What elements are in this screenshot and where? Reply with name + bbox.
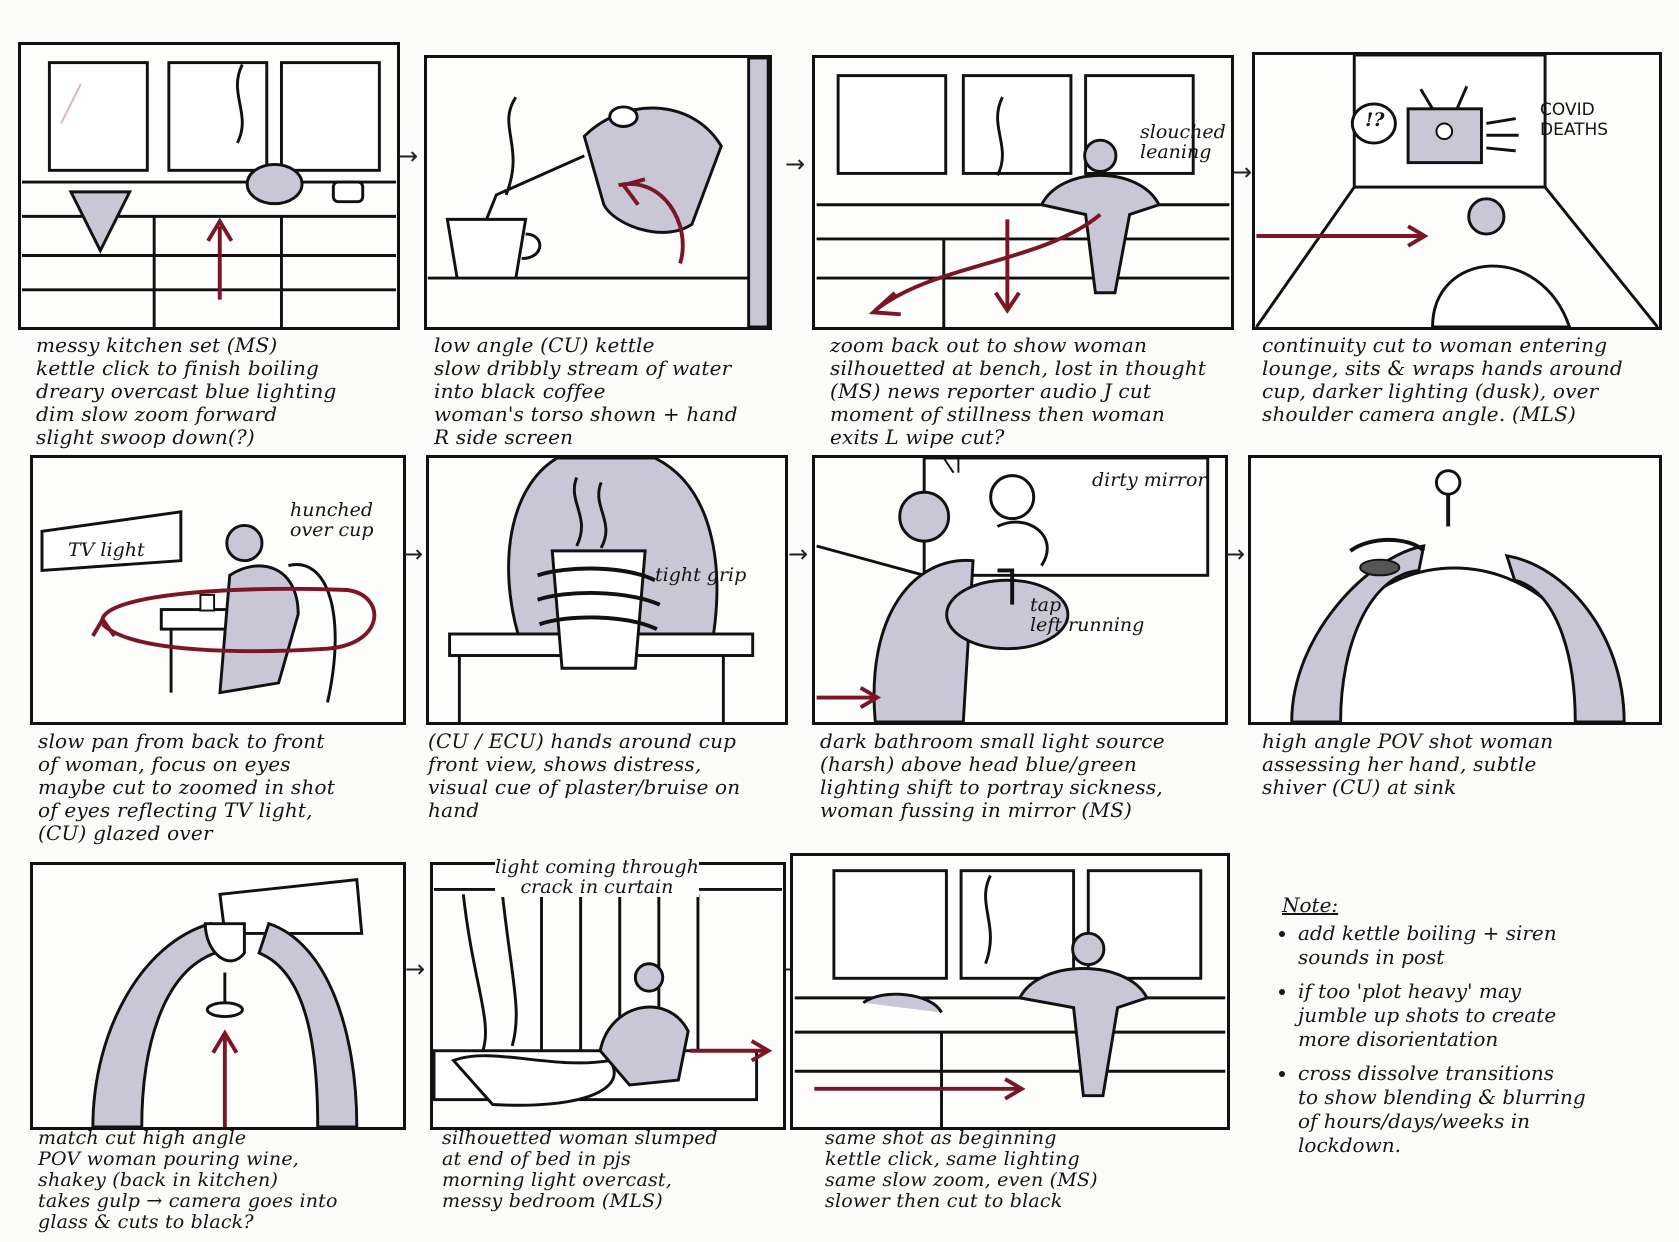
label-hunched-over-cup: hunched over cup: [290, 499, 374, 541]
panel-1-caption: messy kitchen set (MS) kettle click to f…: [36, 333, 337, 449]
panel-7-caption: dark bathroom small light source (harsh)…: [820, 729, 1165, 822]
storyboard-panel-1: [18, 42, 400, 330]
note-item: cross dissolve transitions to show blend…: [1298, 1061, 1652, 1157]
label-dirty-mirror: dirty mirror: [1092, 469, 1207, 491]
panel-9-caption: match cut high angle POV woman pouring w…: [38, 1127, 338, 1233]
connector-arrow: →: [398, 142, 419, 170]
connector-arrow: →: [1225, 540, 1246, 568]
connector-arrow: →: [1232, 158, 1253, 186]
bathroom-mirror-sketch: [816, 458, 1210, 722]
storyboard-panel-7: [812, 455, 1228, 725]
notes-block: Note: add kettle boiling + siren sounds …: [1282, 893, 1652, 1167]
label-tv-light: TV light: [68, 539, 145, 561]
panel-11-caption: same shot as beginning kettle click, sam…: [825, 1127, 1098, 1212]
pouring-wine-sketch: [91, 878, 364, 1127]
storyboard-panel-9: [30, 862, 406, 1130]
woman-at-bench-sketch: [816, 74, 1230, 327]
storyboard-panel-5: [30, 455, 406, 725]
storyboard-panel-6: [426, 455, 788, 725]
label-tap-running: tap left running: [1030, 594, 1145, 636]
connector-arrow: →: [405, 955, 426, 983]
kitchen-sketch: [21, 61, 397, 327]
assessing-hand-sketch: [1290, 469, 1626, 722]
label-tight-grip: tight grip: [655, 564, 747, 586]
storyboard-panel-4: [1252, 52, 1662, 330]
storyboard-panel-8: [1248, 455, 1662, 725]
lounge-tv-sketch: [1255, 55, 1659, 327]
kettle-pour-sketch: [427, 58, 769, 327]
panel-5-caption: slow pan from back to front of woman, fo…: [38, 729, 335, 845]
panel-4-caption: continuity cut to woman entering lounge,…: [1262, 333, 1623, 426]
connector-arrow: →: [403, 540, 424, 568]
notes-list: add kettle boiling + siren sounds in pos…: [1282, 921, 1652, 1157]
woman-hunched-sketch: [40, 510, 377, 703]
hands-around-cup-sketch: [448, 458, 755, 722]
storyboard-panel-2: [424, 55, 772, 330]
storyboard-panel-10: [430, 862, 786, 1130]
connector-arrow: →: [788, 540, 809, 568]
notes-title: Note:: [1282, 893, 1339, 917]
storyboard-panel-3: [812, 55, 1234, 330]
label-covid-deaths: COVID DEATHS: [1540, 100, 1609, 140]
panel-8-caption: high angle POV shot woman assessing her …: [1262, 729, 1554, 799]
label-alert: !?: [1365, 109, 1385, 131]
panel-3-caption: zoom back out to show woman silhouetted …: [830, 333, 1207, 449]
storyboard-panel-11: [790, 853, 1230, 1130]
kitchen-return-sketch: [794, 869, 1226, 1127]
panel-2-caption: low angle (CU) kettle slow dribbly strea…: [434, 333, 738, 449]
panel-10-caption: silhouetted woman slumped at end of bed …: [442, 1127, 718, 1212]
note-item: if too 'plot heavy' may jumble up shots …: [1298, 979, 1652, 1051]
bedroom-sketch: [433, 887, 783, 1107]
label-light-through-curtain: light coming through crack in curtain: [495, 856, 699, 898]
label-slouched-leaning: slouched leaning: [1140, 121, 1226, 163]
note-item: add kettle boiling + siren sounds in pos…: [1298, 921, 1652, 969]
panel-6-caption: (CU / ECU) hands around cup front view, …: [428, 729, 741, 822]
connector-arrow: →: [785, 150, 806, 178]
